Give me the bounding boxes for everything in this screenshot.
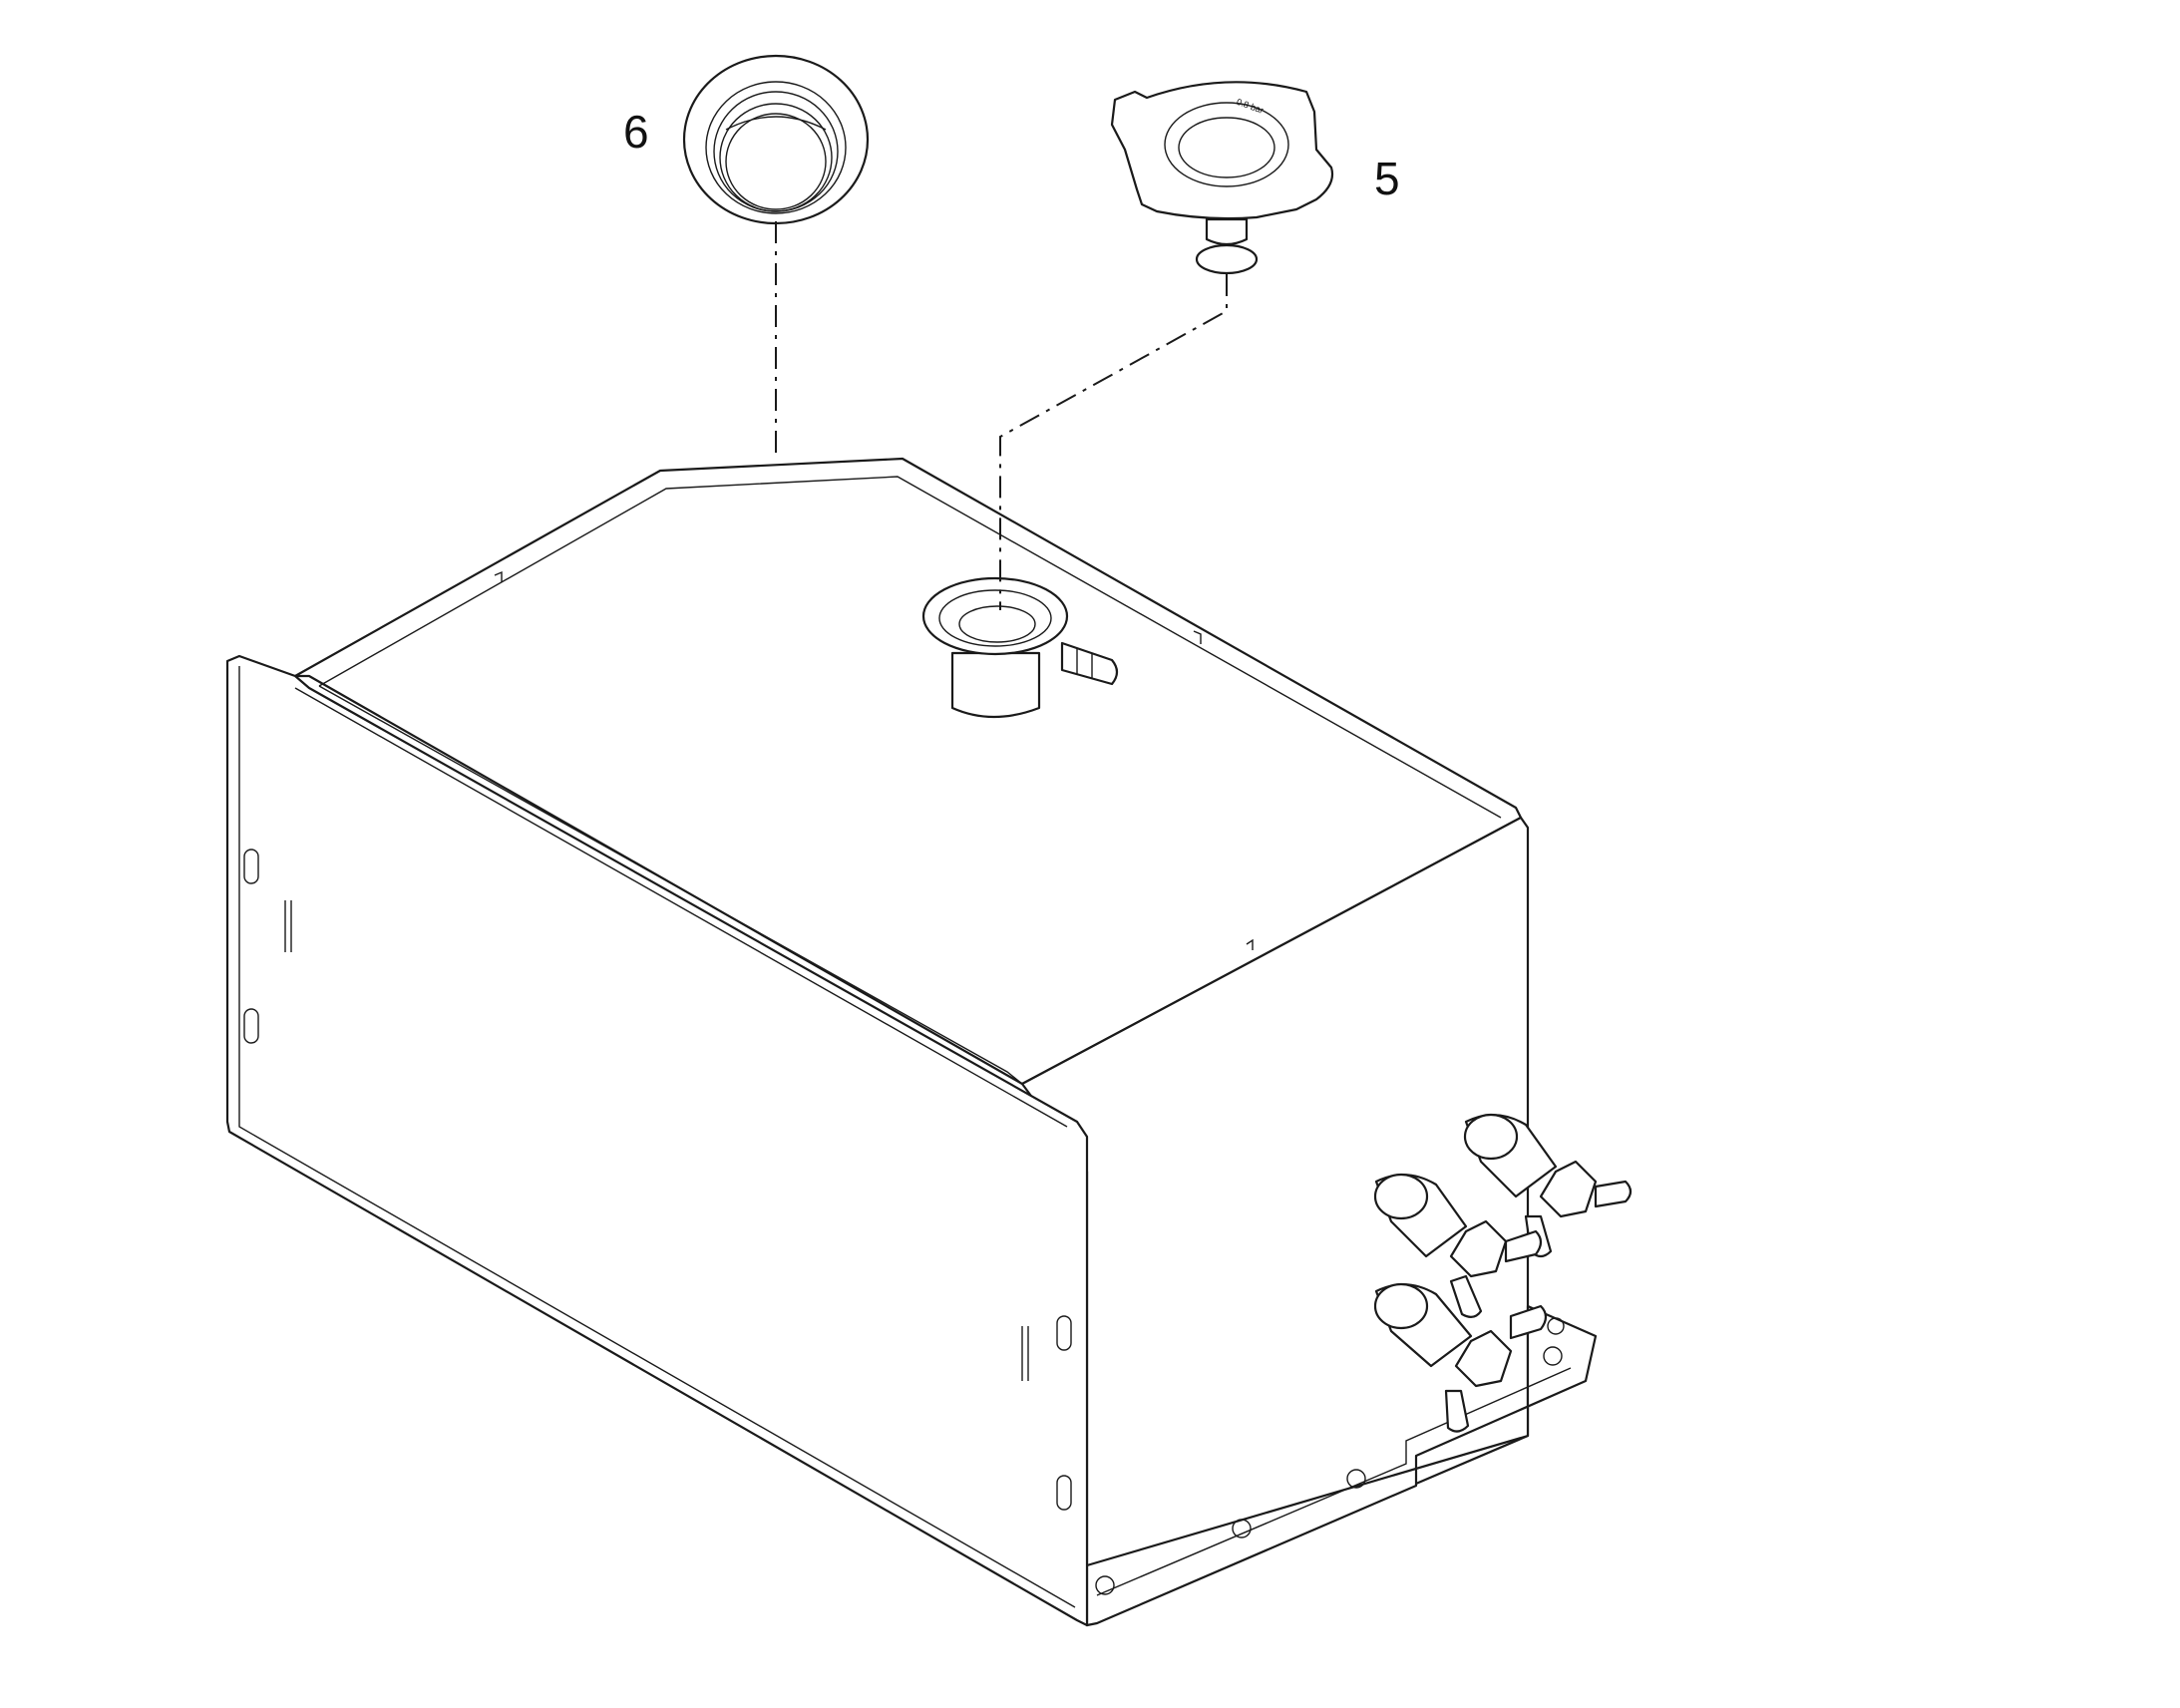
filler-neck — [921, 576, 1119, 719]
tank-top-face — [293, 457, 1523, 1086]
coolant-tank — [225, 457, 1633, 1627]
callout-5: 5 — [1374, 153, 1400, 204]
part-5-pressure-cap: 0.8 bar — [1110, 81, 1334, 275]
part-6-filler-neck-seal — [682, 54, 870, 225]
leader-line-5 — [999, 274, 1228, 610]
tank-mounting-bracket — [225, 654, 1089, 1627]
callout-6: 6 — [623, 106, 649, 158]
hose-fittings — [1373, 1113, 1633, 1433]
